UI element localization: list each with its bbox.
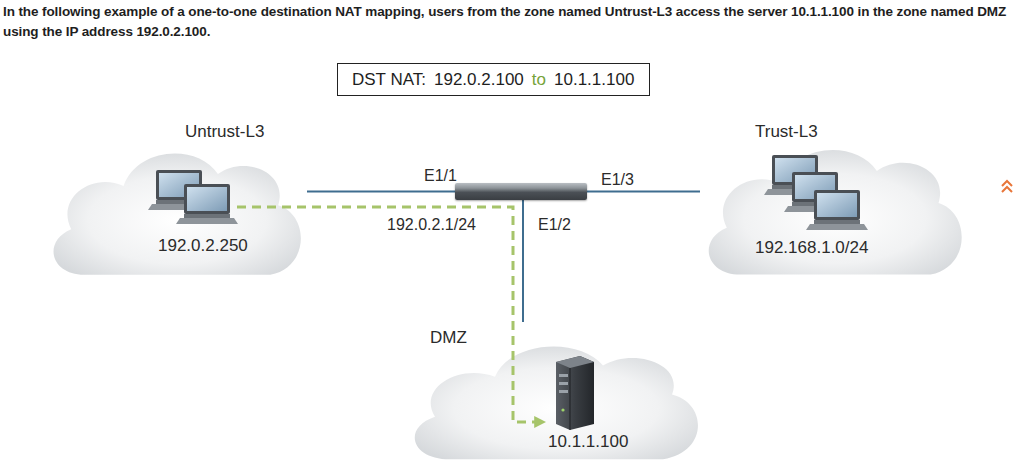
laptop-icon [806,190,868,230]
zone-cloud: DMZ 10.1.1.100 [405,322,705,466]
network-link [522,200,524,322]
server-icon [556,356,594,430]
rule-keyword: to [532,70,546,90]
nat-rule-box: DST NAT: 192.0.2.100 to 10.1.1.100 [337,63,650,96]
firewall-device: E1/1192.0.2.1/24E1/2E1/3 [455,183,587,200]
ip-address: 192.0.2.1/24 [387,216,476,234]
zone-name: DMZ [430,328,467,348]
ip-address: 10.1.1.100 [548,432,628,452]
cloud-outline [45,138,307,282]
ip-address: 10.1.1.100 [554,70,634,90]
network-link [307,191,455,193]
zone-name: Untrust-L3 [185,122,264,142]
interface-name: E1/1 [424,167,457,185]
ip-address: 192.168.1.0/24 [755,238,868,258]
laptop-icon [176,184,238,224]
cloud-shape [709,150,962,275]
interface-name: E1/3 [601,171,634,189]
zone-name: Trust-L3 [755,122,818,142]
ip-address: 192.0.2.250 [158,236,248,256]
scroll-chevron [1002,181,1012,192]
interface-name: E1/2 [538,216,571,234]
rule-label: DST NAT: [352,70,426,90]
cloud-shape [54,154,301,275]
zone-cloud: Untrust-L3 192.0.2.250 [45,120,307,282]
cloud-shape [415,346,698,459]
ip-address: 192.0.2.100 [434,70,524,90]
cloud-outline [700,134,968,282]
network-link [587,191,700,193]
zone-cloud: Trust-L3 192.168.1.0/24 [700,120,968,282]
diagram-title: In the following example of a one-to-one… [3,2,1011,42]
